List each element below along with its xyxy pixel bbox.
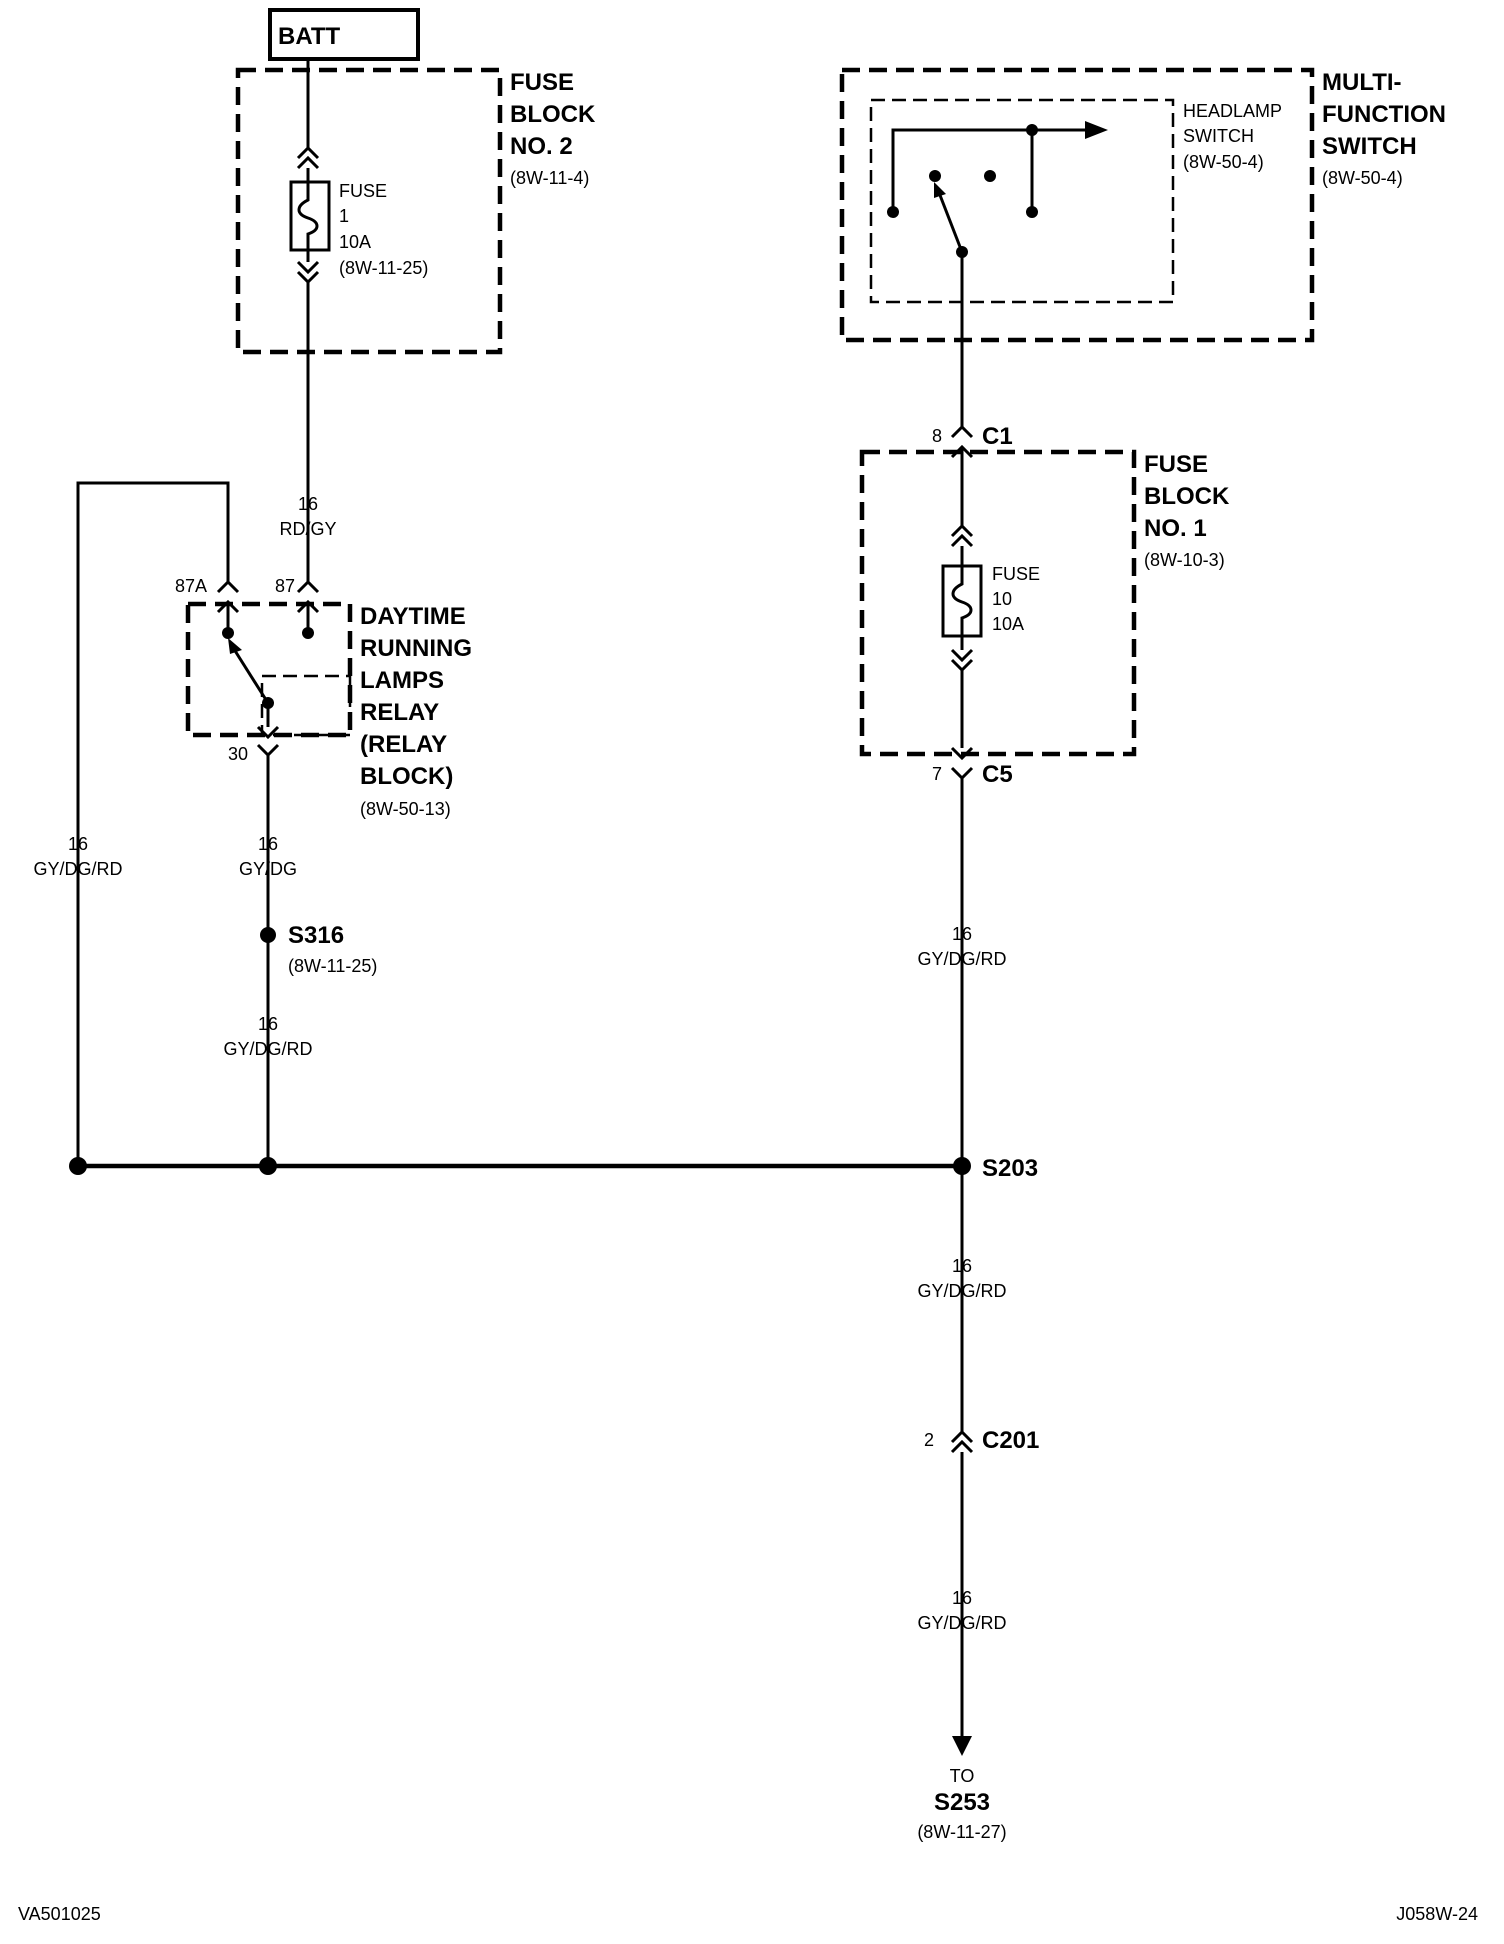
fuse-block-2-title-3: NO. 2 (510, 133, 573, 160)
relay-title-1: DAYTIME (360, 603, 466, 630)
destination-ref: (8W-11-27) (917, 1822, 1006, 1842)
wire-relay-out-color: GY/DG (239, 859, 297, 879)
splice-s316-dot (260, 927, 276, 943)
fuse-block-2-title-1: FUSE (510, 69, 574, 96)
connector-c201-label: C201 (982, 1427, 1039, 1454)
relay-pin-30: 30 (228, 744, 248, 764)
splice-s316-label: S316 (288, 922, 344, 949)
fuse-block-2-ref: (8W-11-4) (510, 168, 589, 188)
relay-title-3: LAMPS (360, 667, 444, 694)
wire-s316-gauge: 16 (258, 1014, 278, 1034)
relay-title-2: RUNNING (360, 635, 472, 662)
destination-label: S253 (934, 1789, 990, 1816)
fuse-block-2-title-2: BLOCK (510, 101, 596, 128)
daytime-running-lamps-relay: DAYTIME RUNNING LAMPS RELAY (RELAY BLOCK… (185, 601, 472, 819)
wire-c5-s203-color: GY/DG/RD (917, 949, 1006, 969)
footer-right: J058W-24 (1396, 1904, 1478, 1924)
splice-s316-ref: (8W-11-25) (288, 956, 377, 976)
fuse-1 (289, 180, 331, 252)
mfs-title-1: MULTI- (1322, 69, 1402, 96)
wire-left-color: GY/DG/RD (33, 859, 122, 879)
fuse-1-label: FUSE (339, 181, 387, 201)
headlamp-switch-ref: (8W-50-4) (1183, 152, 1264, 172)
wire-s203-c201-color: GY/DG/RD (917, 1281, 1006, 1301)
fuse-10-rating: 10A (992, 614, 1024, 634)
multi-function-switch: MULTI- FUNCTION SWITCH (8W-50-4) HEADLAM… (839, 67, 1446, 343)
fuse-10-number: 10 (992, 589, 1012, 609)
fuse-block-1-ref: (8W-10-3) (1144, 550, 1225, 570)
relay-pin-87: 87 (275, 576, 295, 596)
destination-to: TO (950, 1766, 975, 1786)
fuse-block-1: FUSE BLOCK NO. 1 (8W-10-3) (859, 449, 1230, 757)
wire-relay-out-gauge: 16 (258, 834, 278, 854)
fuse-1-ref: (8W-11-25) (339, 258, 428, 278)
connector-c5-pin: 7 (932, 764, 942, 784)
relay-title-4: RELAY (360, 699, 439, 726)
relay-ref: (8W-50-13) (360, 799, 451, 819)
relay-pin-87a: 87A (175, 576, 207, 596)
batt-box: BATT (268, 8, 420, 61)
batt-label: BATT (278, 23, 341, 50)
footer-left: VA501025 (18, 1904, 101, 1924)
mfs-title-3: SWITCH (1322, 133, 1417, 160)
wire-batt-relay-gauge: 16 (298, 494, 318, 514)
connector-c5-label: C5 (982, 761, 1013, 788)
fuse-block-1-title-1: FUSE (1144, 451, 1208, 478)
connector-c1-label: C1 (982, 423, 1013, 450)
connector-c201-pin: 2 (924, 1430, 934, 1450)
fuse-block-1-title-2: BLOCK (1144, 483, 1230, 510)
fuse-10-label: FUSE (992, 564, 1040, 584)
headlamp-switch-label-2: SWITCH (1183, 126, 1254, 146)
mfs-ref: (8W-50-4) (1322, 168, 1403, 188)
fuse-block-2: FUSE BLOCK NO. 2 (8W-11-4) (235, 67, 596, 355)
fuse-1-rating: 10A (339, 232, 371, 252)
wire-batt-relay-color: RD/GY (279, 519, 336, 539)
connector-c1-pin: 8 (932, 426, 942, 446)
wire-c5-s203-gauge: 16 (952, 924, 972, 944)
fuse-block-1-title-3: NO. 1 (1144, 515, 1207, 542)
splice-s203-label: S203 (982, 1155, 1038, 1182)
headlamp-switch-label-1: HEADLAMP (1183, 101, 1282, 121)
wire-s316-color: GY/DG/RD (223, 1039, 312, 1059)
arrow-down-icon (952, 1736, 972, 1756)
wire-s203-c201-gauge: 16 (952, 1256, 972, 1276)
wire-c201-out-color: GY/DG/RD (917, 1613, 1006, 1633)
relay-title-6: BLOCK) (360, 763, 453, 790)
wire-c201-out-gauge: 16 (952, 1588, 972, 1608)
relay-title-5: (RELAY (360, 731, 447, 758)
fuse-1-number: 1 (339, 206, 349, 226)
wire-left-gauge: 16 (68, 834, 88, 854)
mfs-title-2: FUNCTION (1322, 101, 1446, 128)
fuse-10 (941, 564, 983, 638)
